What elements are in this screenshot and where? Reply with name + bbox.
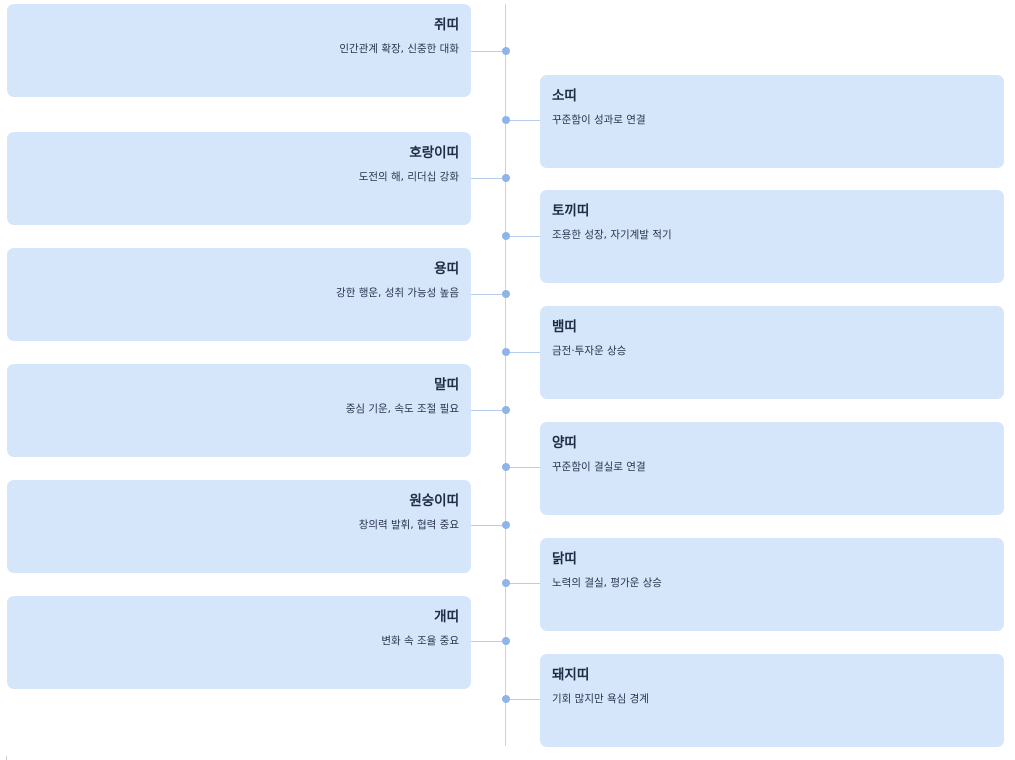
- timeline-card-snake: 뱀띠 금전·투자운 상승: [540, 306, 1004, 399]
- timeline-card-dog: 개띠 변화 속 조율 중요: [7, 596, 471, 689]
- connector-line: [505, 120, 540, 121]
- timeline-node: [502, 637, 510, 645]
- card-title: 양띠: [552, 435, 577, 451]
- timeline-card-sheep: 양띠 꾸준함이 결실로 연결: [540, 422, 1004, 515]
- connector-line: [505, 699, 540, 700]
- timeline-node: [502, 348, 510, 356]
- timeline-node: [502, 695, 510, 703]
- timeline-node: [502, 232, 510, 240]
- timeline-card-rooster: 닭띠 노력의 결실, 평가운 상승: [540, 538, 1004, 631]
- timeline-node: [502, 463, 510, 471]
- card-description: 강한 행운, 성취 가능성 높음: [336, 287, 459, 299]
- timeline-card-dragon: 용띠 강한 행운, 성취 가능성 높음: [7, 248, 471, 341]
- timeline-node: [502, 406, 510, 414]
- card-description: 조용한 성장, 자기계발 적기: [552, 229, 672, 241]
- card-description: 중심 기운, 속도 조절 필요: [345, 403, 459, 415]
- divider: [6, 756, 7, 760]
- timeline-card-horse: 말띠 중심 기운, 속도 조절 필요: [7, 364, 471, 457]
- connector-line: [471, 641, 506, 642]
- card-title: 돼지띠: [552, 667, 590, 683]
- card-title: 소띠: [552, 88, 577, 104]
- timeline-card-rabbit: 토끼띠 조용한 성장, 자기계발 적기: [540, 190, 1004, 283]
- connector-line: [471, 51, 506, 52]
- card-title: 개띠: [434, 609, 459, 625]
- connector-line: [505, 352, 540, 353]
- timeline-spine: [505, 4, 506, 746]
- card-title: 용띠: [434, 261, 459, 277]
- card-description: 꾸준함이 성과로 연결: [552, 114, 646, 126]
- card-title: 뱀띠: [552, 319, 577, 335]
- timeline-card-rat: 쥐띠 인간관계 확장, 신중한 대화: [7, 4, 471, 97]
- card-description: 노력의 결실, 평가운 상승: [552, 577, 662, 589]
- timeline-node: [502, 47, 510, 55]
- card-description: 꾸준함이 결실로 연결: [552, 461, 646, 473]
- timeline-node: [502, 579, 510, 587]
- connector-line: [471, 525, 506, 526]
- card-description: 기회 많지만 욕심 경계: [552, 693, 649, 705]
- card-description: 금전·투자운 상승: [552, 345, 627, 357]
- timeline-card-monkey: 원숭이띠 창의력 발휘, 협력 중요: [7, 480, 471, 573]
- connector-line: [505, 236, 540, 237]
- card-description: 인간관계 확장, 신중한 대화: [339, 43, 459, 55]
- timeline-node: [502, 116, 510, 124]
- card-title: 말띠: [434, 377, 459, 393]
- card-title: 쥐띠: [434, 17, 459, 33]
- card-title: 토끼띠: [552, 203, 590, 219]
- card-description: 창의력 발휘, 협력 중요: [358, 519, 459, 531]
- timeline-card-pig: 돼지띠 기회 많지만 욕심 경계: [540, 654, 1004, 747]
- connector-line: [471, 178, 506, 179]
- connector-line: [505, 467, 540, 468]
- card-description: 도전의 해, 리더십 강화: [358, 171, 459, 183]
- timeline-node: [502, 290, 510, 298]
- card-description: 변화 속 조율 중요: [381, 635, 459, 647]
- connector-line: [471, 294, 506, 295]
- timeline-node: [502, 521, 510, 529]
- card-title: 닭띠: [552, 551, 577, 567]
- timeline-node: [502, 174, 510, 182]
- timeline-card-tiger: 호랑이띠 도전의 해, 리더십 강화: [7, 132, 471, 225]
- card-title: 원숭이띠: [409, 493, 459, 509]
- connector-line: [505, 583, 540, 584]
- card-title: 호랑이띠: [409, 145, 459, 161]
- connector-line: [471, 410, 506, 411]
- timeline-card-ox: 소띠 꾸준함이 성과로 연결: [540, 75, 1004, 168]
